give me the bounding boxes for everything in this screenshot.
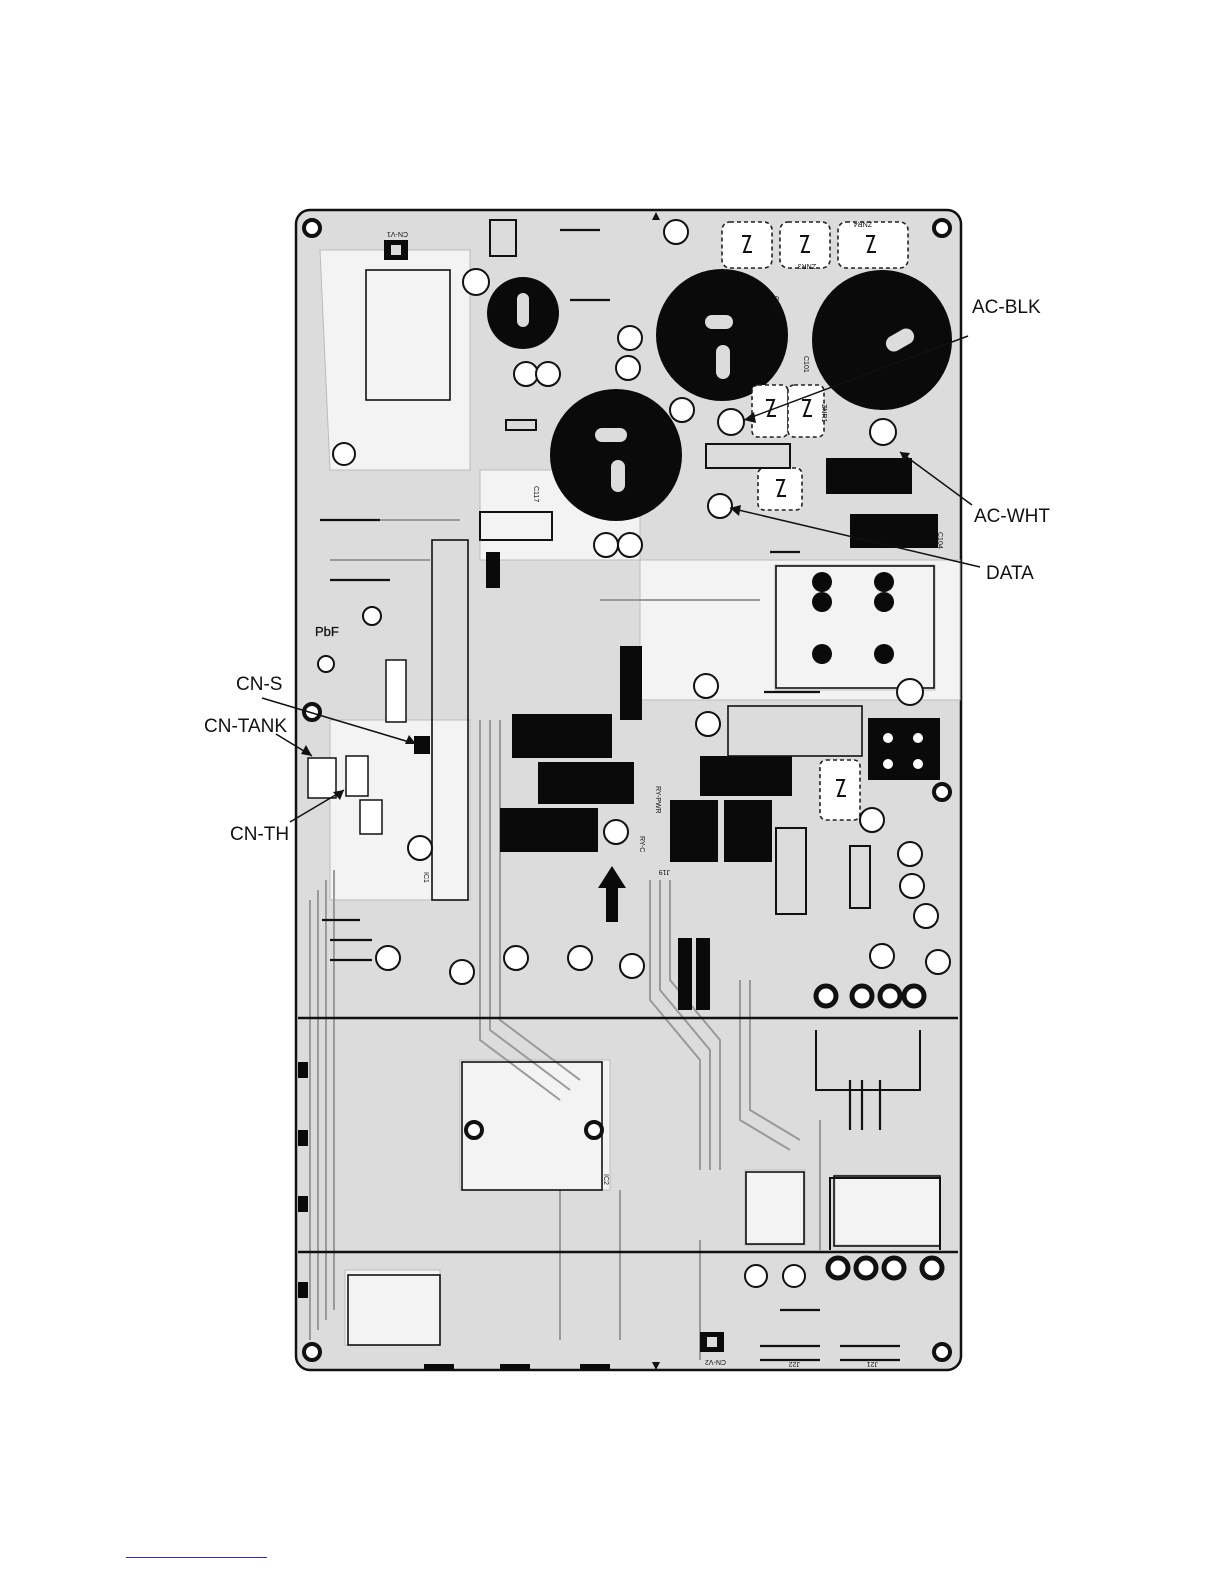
callout-cn-th: CN-TH <box>230 824 289 846</box>
board-label-c104: C104 <box>936 532 943 549</box>
board-label-znr1: ZNR1 <box>820 404 827 422</box>
mounting-hole <box>304 1344 320 1360</box>
board-label-c101: C101 <box>802 356 809 373</box>
board-label-c103: C103 <box>772 296 779 313</box>
relay-block <box>700 756 792 796</box>
mounting-hole <box>934 220 950 236</box>
mounting-hole <box>934 1344 950 1360</box>
board-label-j19: J19 <box>659 868 670 875</box>
mounting-hole <box>466 1122 482 1138</box>
board-label-ry-c: RY-C <box>638 836 645 852</box>
relay-block <box>868 718 940 780</box>
relay-block <box>826 458 912 494</box>
callout-cn-s: CN-S <box>236 674 282 696</box>
mounting-hole <box>934 784 950 800</box>
relay-block <box>670 800 718 862</box>
capacitor-c101 <box>812 270 952 410</box>
mounting-hole <box>586 1122 602 1138</box>
footer-rule <box>126 1557 267 1558</box>
callout-ac-blk: AC-BLK <box>972 297 1041 319</box>
cn-s-connector <box>414 736 430 754</box>
relay-block <box>500 808 598 852</box>
relay-block <box>850 514 938 548</box>
board-label-j22: J22 <box>789 1360 800 1367</box>
board-label-ry-pwr: RY-PWR <box>654 786 661 814</box>
callout-cn-tank: CN-TANK <box>204 716 287 738</box>
relay-block <box>696 938 710 1010</box>
board-label-ic2: IC2 <box>602 1174 609 1185</box>
board-label-c117: C117 <box>532 486 539 502</box>
callout-ac-wht: AC-WHT <box>974 506 1050 528</box>
capacitor-c103 <box>656 269 788 401</box>
cn-tank-connector <box>308 758 336 798</box>
relay-block <box>724 800 772 862</box>
callout-data: DATA <box>986 563 1034 585</box>
board-label-cn-v1: CN-V1 <box>387 230 408 237</box>
mounting-hole <box>304 220 320 236</box>
board-label-znr3: ZNR3 <box>798 262 816 269</box>
board-label-cn-v2: CN-V2 <box>705 1358 726 1365</box>
capacitor-c104 <box>550 389 682 521</box>
board-label-pbf: PbF <box>315 624 339 639</box>
relay-block <box>620 646 642 720</box>
relay-block <box>678 938 692 1010</box>
cn-th-connector <box>346 756 368 796</box>
relay-block <box>538 762 634 804</box>
board-label-ic1: IC1 <box>422 872 429 883</box>
board-label-znr4: ZNR4 <box>854 220 872 227</box>
relay-block <box>486 552 500 588</box>
board-label-j21: J21 <box>867 1360 878 1367</box>
relay-block <box>512 714 612 758</box>
